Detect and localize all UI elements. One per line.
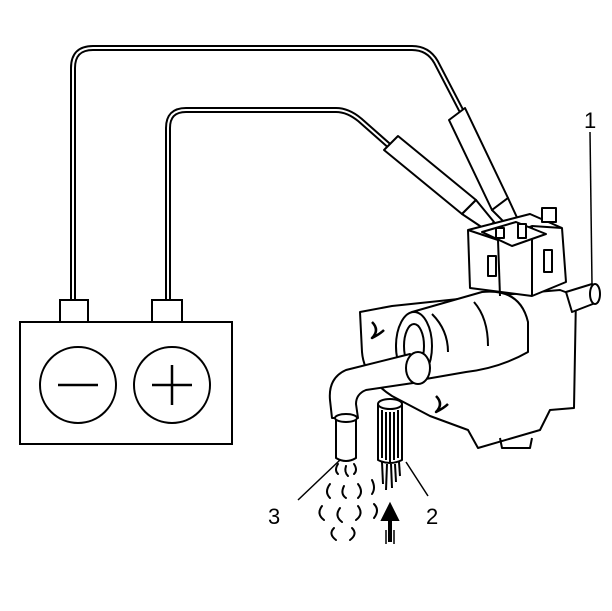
electrical-connector [467, 207, 567, 297]
port-2-nipple [377, 398, 403, 464]
negative-jumper-wire [70, 45, 465, 303]
callout-1: 1 [584, 108, 596, 133]
port-1-nipple [565, 283, 601, 313]
inlet-airflow [380, 461, 401, 544]
plus-icon [133, 346, 211, 424]
jumper-wires [70, 45, 465, 303]
positive-jumper-wire [165, 107, 397, 303]
battery-positive-post [151, 299, 183, 323]
callout-3: 3 [268, 504, 280, 529]
battery [19, 299, 233, 445]
airflow-arrow-icon [380, 501, 400, 544]
port-3-elbow [328, 351, 431, 462]
solenoid-valve [328, 207, 601, 464]
outlet-spray [318, 463, 378, 541]
minus-icon [39, 346, 117, 424]
callout-leaders [297, 131, 593, 501]
callout-2: 2 [426, 504, 438, 529]
battery-negative-post [59, 299, 89, 323]
